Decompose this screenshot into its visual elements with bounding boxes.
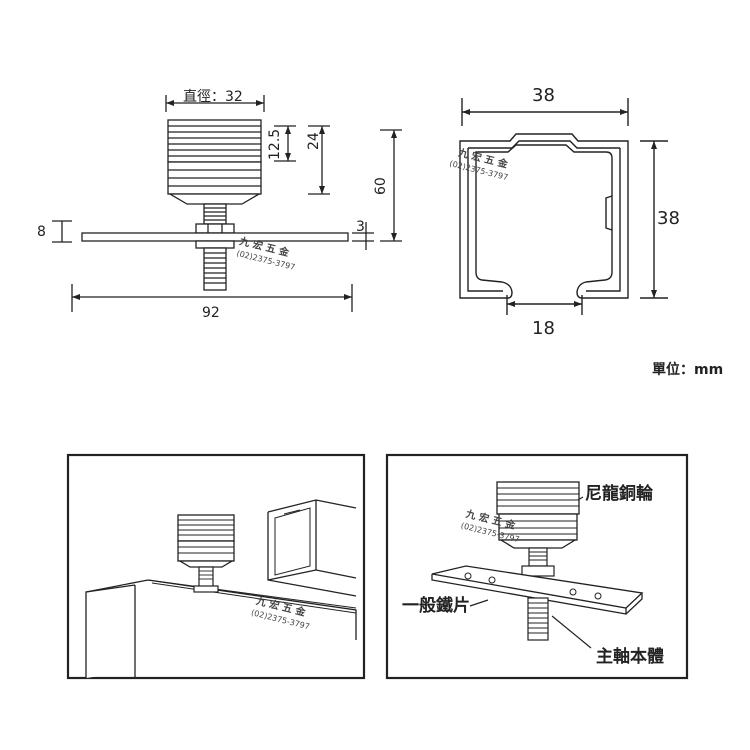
- iron-plate-label: 一般鐵片: [402, 595, 470, 616]
- unit-label: 單位：mm: [652, 361, 723, 378]
- dim-3-label: 3: [356, 219, 365, 235]
- dim-8-label: 8: [37, 224, 46, 240]
- rail-height-label: 38: [657, 208, 680, 229]
- diameter-label: 直徑：32: [183, 88, 243, 105]
- dim-12-5-label: 12.5: [267, 129, 283, 160]
- parts-panel: [385, 453, 689, 680]
- rail-width-label: 38: [532, 85, 555, 106]
- rail-cross-section: [459, 98, 668, 315]
- main-shaft-label: 主軸本體: [596, 646, 664, 667]
- dim-92-label: 92: [202, 305, 220, 321]
- rail-opening-label: 18: [532, 318, 555, 339]
- installation-panel: [66, 453, 366, 680]
- wheel-side-drawing: [52, 95, 402, 312]
- dim-60-label: 60: [373, 177, 389, 195]
- nylon-wheel-label: 尼龍銅輪: [585, 483, 654, 504]
- dim-24-label: 24: [306, 132, 322, 150]
